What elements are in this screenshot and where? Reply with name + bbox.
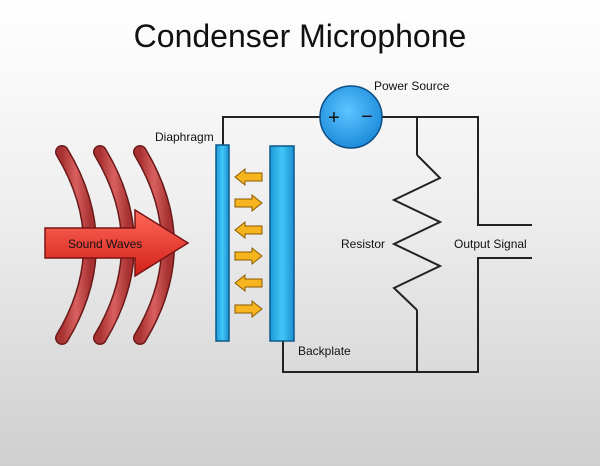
diagram-title: Condenser Microphone xyxy=(133,18,467,54)
power-source-label: Power Source xyxy=(374,79,450,93)
sound-waves-arrow: Sound Waves xyxy=(44,208,190,278)
sound-waves-label: Sound Waves xyxy=(68,237,142,251)
diaphragm-label: Diaphragm xyxy=(155,130,214,144)
diaphragm-plate xyxy=(215,144,230,342)
power-plus-sign: + xyxy=(328,107,340,129)
right-arrow-icon xyxy=(234,299,263,319)
resistor-label: Resistor xyxy=(341,237,385,251)
left-arrow-icon xyxy=(234,273,263,293)
resistor: Resistor xyxy=(341,154,443,311)
left-arrow-icon xyxy=(234,167,263,187)
left-arrow-icon xyxy=(234,220,263,240)
circuit-wires xyxy=(222,116,532,373)
big-right-arrow-icon xyxy=(44,208,190,278)
right-arrow-icon xyxy=(234,193,263,213)
backplate xyxy=(269,145,295,342)
backplate-label: Backplate xyxy=(298,344,351,358)
vibration-arrows xyxy=(234,167,263,319)
output-signal-label: Output Signal xyxy=(454,237,527,251)
right-arrow-icon xyxy=(234,246,263,266)
power-minus-sign: − xyxy=(361,106,373,128)
circle-battery-icon xyxy=(319,85,383,149)
zigzag-resistor-icon xyxy=(391,154,443,311)
power-source: + − Power Source xyxy=(319,79,450,149)
